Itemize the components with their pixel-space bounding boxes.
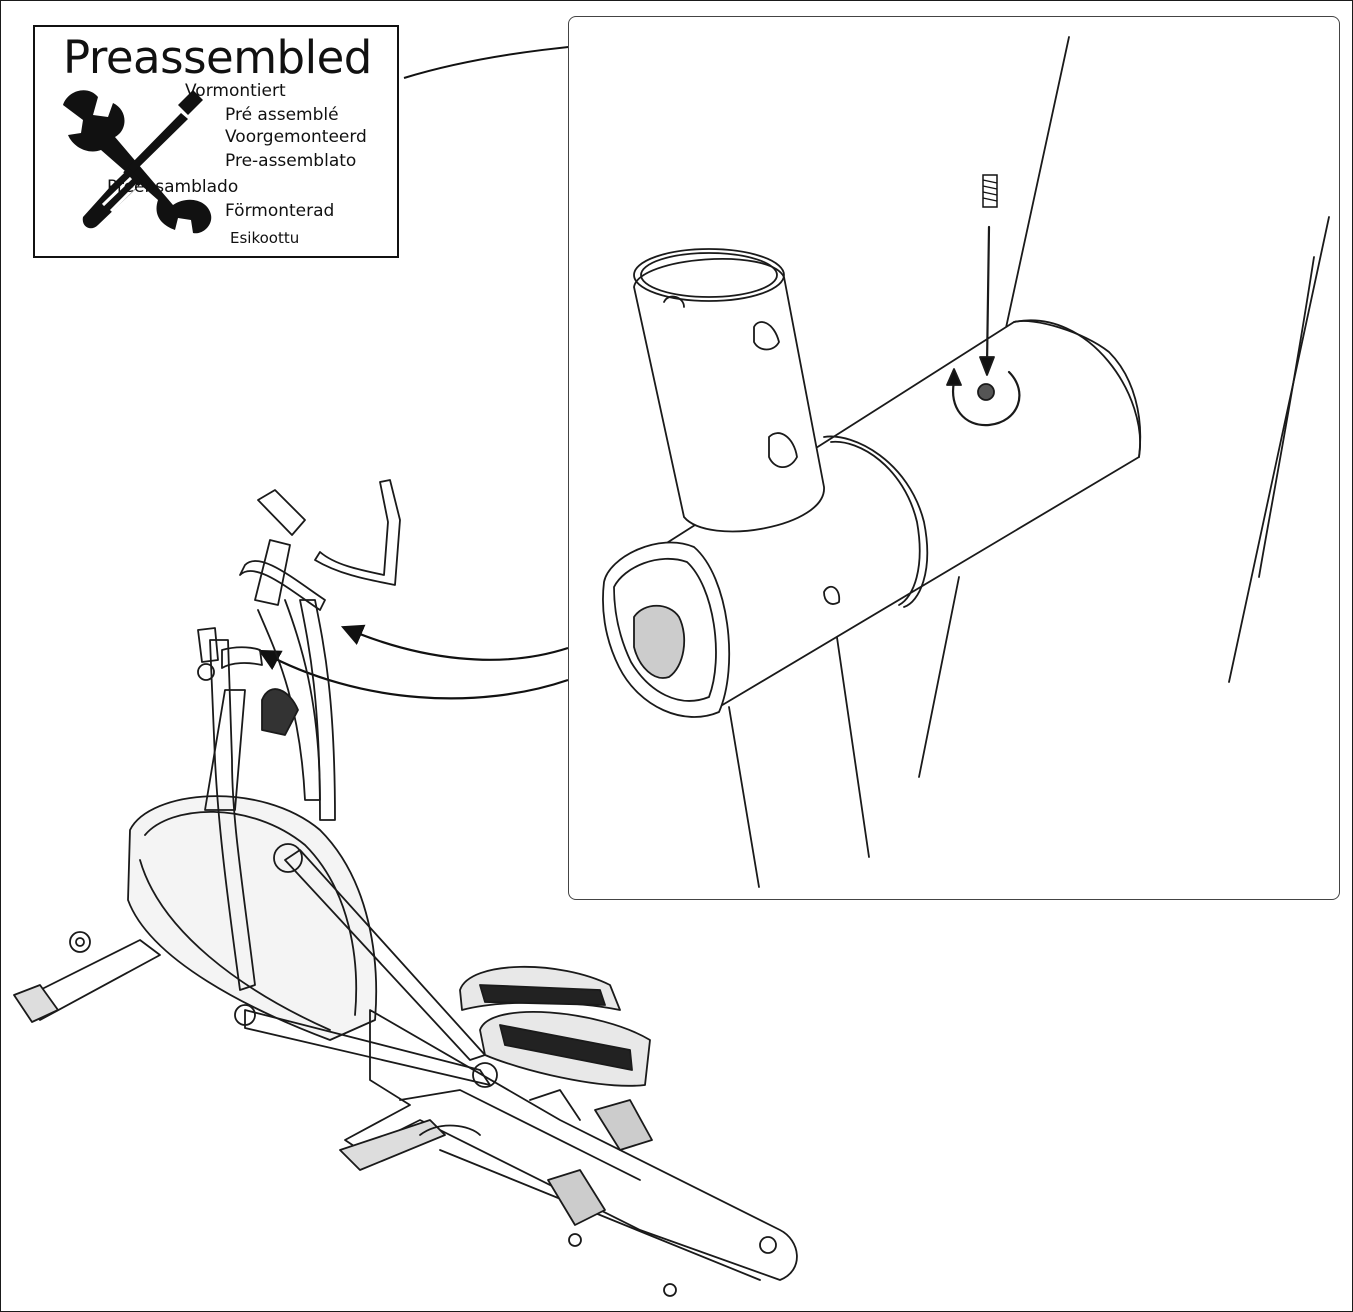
lang-es: Preensamblado [107, 177, 239, 197]
callout-arrow-lower [258, 649, 569, 700]
lang-nl: Voorgemonteerd [225, 127, 367, 147]
lang-sv: Förmonterad [225, 201, 335, 221]
lang-de: Vormontiert [185, 81, 286, 101]
front-stabilizer [339, 1119, 446, 1171]
handlebar-right [299, 599, 336, 821]
main-rail [344, 1009, 798, 1281]
callout-arrow-upper [340, 624, 569, 661]
lang-fr: Pré assemblé [225, 105, 339, 125]
console-mast [204, 689, 246, 811]
handlebar-left [209, 639, 256, 991]
badge-title: Preassembled [63, 31, 372, 84]
lang-fi: Esikoottu [230, 229, 300, 247]
rotate-arrow-icon [951, 370, 1021, 427]
screw-hole [977, 383, 995, 401]
detail-drawing [602, 36, 1330, 888]
detail-panel [568, 16, 1340, 900]
flywheel-housing [127, 795, 378, 1041]
preassembled-badge: Preassembled Vormontiert Pré assemblé Vo… [33, 25, 399, 258]
lang-it: Pre-assemblato [225, 151, 357, 171]
set-screw-icon [982, 174, 998, 208]
wrench-screwdriver-icon [63, 90, 212, 234]
upright-tube [633, 257, 825, 533]
